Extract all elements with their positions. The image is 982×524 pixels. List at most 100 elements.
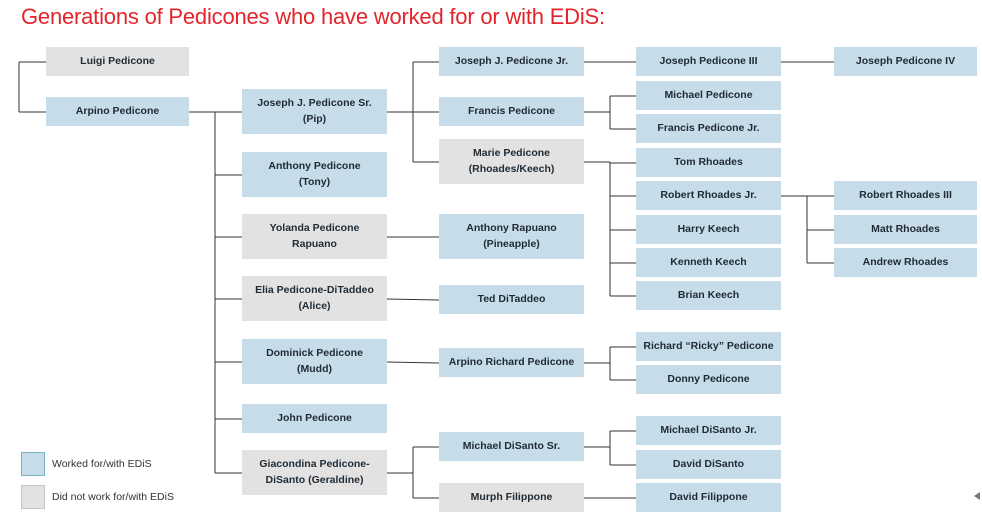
person-name: Robert Rhoades III [859, 188, 952, 203]
person-box-elia: Elia Pedicone-DiTaddeo(Alice) [242, 276, 387, 321]
person-name-line: (Tony) [298, 175, 331, 188]
person-name: Harry Keech [678, 222, 740, 237]
person-name-line: Tom Rhoades [674, 155, 743, 168]
person-box-kenneth: Kenneth Keech [636, 248, 781, 277]
person-box-dominick: Dominick Pedicone (Mudd) [242, 339, 387, 384]
legend-swatch-worked [21, 452, 45, 476]
person-name-line: Murph Filippone [470, 490, 553, 503]
person-name: Michael DiSanto Sr. [463, 439, 560, 454]
person-name: Michael DiSanto Jr. [660, 423, 756, 438]
person-box-anthony: Anthony Pedicone (Tony) [242, 152, 387, 197]
person-name-line: Brian Keech [677, 288, 740, 301]
person-name-line: Rapuano [292, 237, 337, 250]
person-box-ted: Ted DiTaddeo [439, 285, 584, 314]
person-box-robert-jr: Robert Rhoades Jr. [636, 181, 781, 210]
person-box-luigi: Luigi Pedicone [46, 47, 189, 76]
person-name-line: Michael DiSanto Sr. [462, 439, 561, 452]
person-name: Joseph J. Pedicone Jr. [455, 54, 568, 69]
person-name: John Pedicone [277, 411, 352, 426]
legend-label-worked: Worked for/with EDiS [52, 458, 152, 470]
person-name: Joseph Pedicone IV [856, 54, 955, 69]
person-box-brian: Brian Keech [636, 281, 781, 310]
person-name-line: Arpino Richard Pedicone [448, 355, 575, 368]
person-name-line: Donny Pedicone [667, 372, 750, 385]
person-name-line: (Rhoades/Keech) [468, 162, 555, 175]
person-name-line: Francis Pedicone [468, 104, 555, 117]
person-box-francis-jr: Francis Pedicone Jr. [636, 114, 781, 143]
person-name-line: Joseph J. Pedicone Sr. [257, 97, 372, 110]
person-box-robert-iii: Robert Rhoades III [834, 181, 977, 210]
person-name-line: Harry Keech [677, 222, 740, 235]
person-box-donny: Donny Pedicone [636, 365, 781, 394]
person-name-line: John Pedicone [277, 411, 352, 424]
person-box-michael-disanto-sr: Michael DiSanto Sr. [439, 432, 584, 461]
person-name-line: Michael Pedicone [664, 88, 753, 101]
person-name-line: Marie Pedicone [472, 147, 551, 160]
person-name: Anthony Pedicone (Tony) [268, 159, 360, 189]
person-box-andrew: Andrew Rhoades [834, 248, 977, 277]
person-box-ricky: Richard “Ricky” Pedicone [636, 332, 781, 361]
person-name-line: Arpino Pedicone [75, 104, 160, 117]
person-name: Elia Pedicone-DiTaddeo(Alice) [255, 283, 374, 313]
legend-swatch-not-worked [21, 485, 45, 509]
person-box-joseph-iii: Joseph Pedicone III [636, 47, 781, 76]
person-name-line: Anthony Rapuano [466, 222, 557, 235]
connector-line [386, 298, 440, 301]
person-name-line: Ted DiTaddeo [477, 292, 546, 305]
person-name-line: Robert Rhoades III [859, 188, 952, 201]
person-box-giacondina: Giacondina Pedicone- DiSanto (Geraldine) [242, 450, 387, 495]
person-name: Donny Pedicone [667, 372, 749, 387]
person-name: Dominick Pedicone (Mudd) [266, 346, 363, 376]
person-box-john: John Pedicone [242, 404, 387, 433]
person-name-line: Giacondina Pedicone- [259, 458, 370, 471]
person-name-line: David Filippone [669, 490, 748, 503]
person-box-joseph-jr: Joseph J. Pedicone Jr. [439, 47, 584, 76]
person-name: Tom Rhoades [674, 155, 743, 170]
person-box-michael-pedicone: Michael Pedicone [636, 81, 781, 110]
person-name: Marie Pedicone (Rhoades/Keech) [469, 146, 555, 176]
person-name-line: Dominick Pedicone [266, 347, 363, 360]
person-name-line: Joseph Pedicone IV [855, 54, 956, 67]
person-name: Francis Pedicone Jr. [657, 121, 759, 136]
person-box-david-disanto: David DiSanto [636, 450, 781, 479]
person-box-matt: Matt Rhoades [834, 215, 977, 244]
legend-label-not-worked: Did not work for/with EDiS [52, 491, 174, 503]
person-box-david-filippone: David Filippone [636, 483, 781, 512]
person-name: David Filippone [669, 490, 747, 505]
person-name: Anthony Rapuano (Pineapple) [466, 221, 556, 251]
corner-triangle-icon [974, 492, 980, 500]
person-name-line: (Pip) [302, 112, 327, 125]
person-name: Matt Rhoades [871, 222, 940, 237]
person-name: Joseph J. Pedicone Sr. (Pip) [257, 96, 371, 126]
person-box-marie: Marie Pedicone (Rhoades/Keech) [439, 139, 584, 184]
person-box-joseph-iv: Joseph Pedicone IV [834, 47, 977, 76]
person-box-anthony-rapuano: Anthony Rapuano (Pineapple) [439, 214, 584, 259]
person-name-line: DiSanto (Geraldine) [265, 473, 364, 486]
person-name-line: Robert Rhoades Jr. [660, 188, 757, 201]
person-name: Giacondina Pedicone- DiSanto (Geraldine) [259, 457, 369, 487]
person-name: Ted DiTaddeo [478, 292, 546, 307]
person-name-line: Francis Pedicone Jr. [657, 121, 760, 134]
diagram-title: Generations of Pedicones who have worked… [21, 4, 605, 29]
person-name: Brian Keech [678, 288, 739, 303]
person-name: Michael Pedicone [664, 88, 752, 103]
person-name-line: (Alice) [298, 299, 331, 312]
person-name-line: Matt Rhoades [871, 222, 940, 235]
person-name: Francis Pedicone [468, 104, 555, 119]
person-box-harry: Harry Keech [636, 215, 781, 244]
person-name-line: Richard “Ricky” Pedicone [643, 339, 774, 352]
person-box-arpino: Arpino Pedicone [46, 97, 189, 126]
person-name: Luigi Pedicone [80, 54, 155, 69]
person-box-joseph-sr: Joseph J. Pedicone Sr. (Pip) [242, 89, 387, 134]
person-name-line: Luigi Pedicone [80, 54, 155, 67]
person-name: Robert Rhoades Jr. [660, 188, 756, 203]
person-name-line: Anthony Pedicone [268, 160, 361, 173]
person-name: Joseph Pedicone III [659, 54, 757, 69]
person-name-line: Andrew Rhoades [862, 255, 949, 268]
person-name-line: (Mudd) [297, 362, 332, 375]
person-name-line: Michael DiSanto Jr. [660, 423, 757, 436]
person-name-line: (Pineapple) [483, 237, 540, 250]
person-name: Arpino Pedicone [76, 104, 159, 119]
